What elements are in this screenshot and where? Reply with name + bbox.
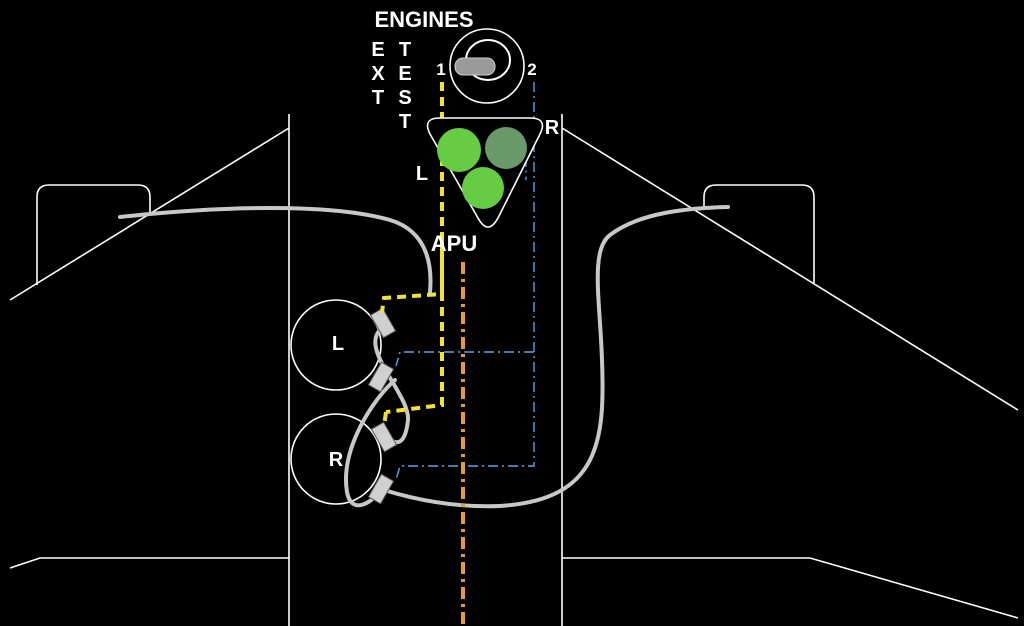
engine-left-fire-light[interactable] [437,128,481,172]
right-stabilizer [562,557,1019,619]
bottle-right [290,413,382,505]
right-engine-pylon [703,184,815,283]
engine-right-fire-light[interactable] [485,127,527,169]
squib-right-b [367,473,395,505]
bottle-left-label: L [332,333,344,355]
circuit-1-main [385,82,444,414]
light-right-label: R [545,117,560,139]
squib-left-b [367,361,395,393]
test-circuit-1 [380,82,444,427]
test-switch-bezel [449,28,525,104]
right-wing-leading-edge [561,127,1019,411]
circuit-2-branch [395,351,534,367]
left-stabilizer [9,557,289,569]
switch-position-2: 2 [527,60,536,79]
bottles [290,299,382,505]
pipe-right-engine [382,205,730,509]
ext-label: E X T [371,39,385,109]
pipe-left-engine [118,206,433,294]
test-letter: T [399,111,411,133]
ext-letter: T [372,87,384,109]
pipe-crossover-1 [344,378,397,508]
discharge-pipes [118,205,730,509]
test-switch-handle[interactable] [454,57,496,76]
test-letter: S [398,87,411,109]
circuit-1-branch [380,240,444,313]
bottle-left [290,299,382,391]
test-letter: T [399,39,411,61]
left-engine-pylon [36,184,151,285]
apu-label: APU [431,231,477,256]
ext-letter: X [371,63,385,85]
switch-position-1: 1 [436,60,445,79]
light-left-label: L [416,163,428,185]
squib-left-a [369,307,397,339]
test-label: T E S T [398,39,411,133]
test-letter: E [398,63,411,85]
bottle-right-label: R [329,449,344,471]
apu-fire-light[interactable] [462,167,504,209]
squib-right-a [370,421,398,453]
circuit-1-tail [382,411,388,427]
squib-fittings [367,307,398,505]
ext-letter: E [371,39,384,61]
circuit-2-main [395,82,535,481]
engines-label: ENGINES [374,7,473,32]
